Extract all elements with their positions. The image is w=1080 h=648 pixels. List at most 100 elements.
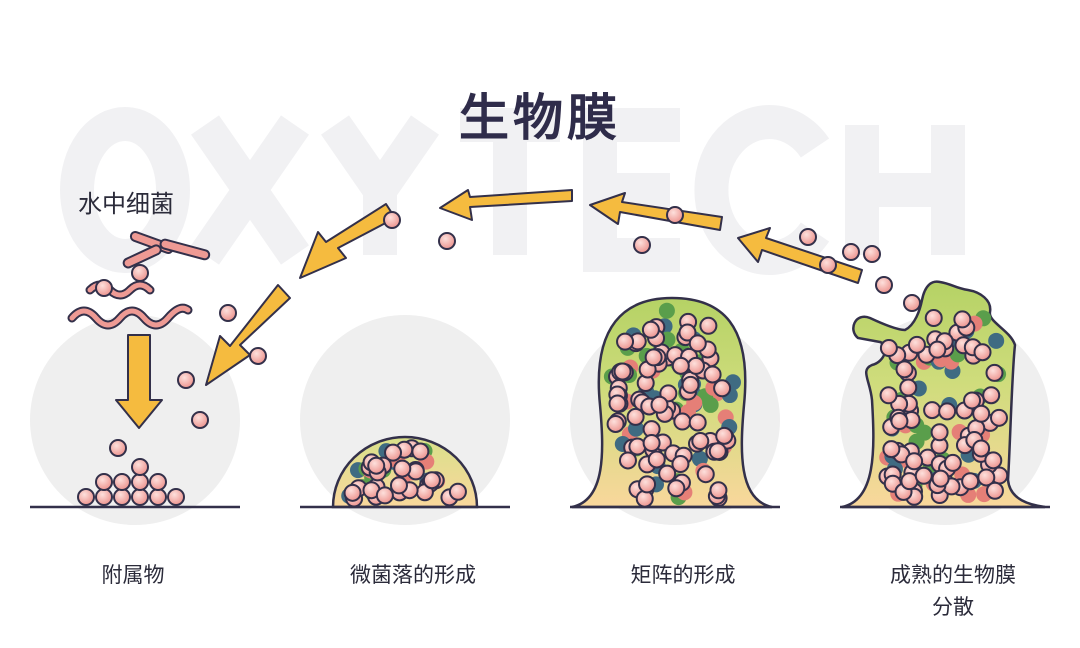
arrow-3: [439, 189, 573, 221]
bacterium: [131, 488, 149, 506]
bacterium: [938, 402, 957, 421]
bacterium: [422, 471, 441, 490]
bacterium: [638, 475, 657, 494]
bacterium: [448, 482, 467, 501]
bacterium: [905, 452, 924, 471]
stage-label-matrix: 矩阵的形成: [630, 563, 736, 587]
arrow-1: [205, 284, 291, 386]
bacterium: [149, 488, 167, 506]
bacterium: [907, 335, 926, 354]
bacterium: [961, 472, 980, 491]
bacterium: [890, 412, 909, 431]
bacterium: [191, 411, 209, 429]
bacterium: [973, 343, 992, 362]
bacterium: [641, 320, 660, 339]
bacterium: [686, 356, 705, 375]
bacterium: [650, 395, 669, 414]
bacterium: [644, 348, 663, 367]
bacterium: [875, 276, 893, 294]
bacterium: [109, 439, 127, 457]
watermark-logo: [60, 105, 965, 275]
arrow-2: [299, 203, 396, 279]
matrix-cell: [691, 450, 708, 467]
bacterium: [113, 488, 131, 506]
bacterium: [608, 394, 627, 413]
bacterium: [606, 414, 625, 433]
down-arrow: [115, 334, 163, 429]
bacterium: [678, 323, 697, 342]
bacterium: [383, 211, 401, 229]
stage-label-mature-line1: 成熟的生物膜: [890, 563, 1016, 587]
bacterium: [703, 365, 722, 384]
bacterium: [113, 473, 131, 491]
bacterium: [642, 434, 661, 453]
bacterium: [635, 489, 654, 508]
bacterium: [982, 386, 1001, 405]
bacterium: [393, 459, 412, 478]
bacterium: [438, 232, 456, 250]
bacterium: [219, 304, 237, 322]
bacterium: [943, 453, 962, 472]
bacterium: [671, 455, 690, 474]
bacterium: [895, 360, 914, 379]
bacterium: [671, 356, 690, 375]
bacterium: [931, 469, 950, 488]
bacterium: [249, 347, 267, 365]
bacterium: [985, 363, 1004, 382]
bacterium: [708, 442, 727, 461]
bacterium: [924, 309, 943, 328]
page-title: 生物膜: [459, 89, 621, 147]
bacterium: [930, 423, 949, 442]
bacterium: [984, 451, 1003, 470]
bacterium: [842, 243, 860, 261]
bacterium: [666, 206, 684, 224]
bacterium: [389, 476, 408, 495]
bacterium: [713, 379, 732, 398]
bacterium: [616, 332, 635, 351]
bacterium: [177, 371, 195, 389]
bacterium: [715, 426, 734, 445]
matrix-cell: [658, 302, 675, 319]
bacterium: [985, 481, 1004, 500]
bacterium: [914, 466, 933, 485]
bacterium: [167, 488, 185, 506]
bacterium: [343, 483, 362, 502]
bacterium: [928, 340, 947, 359]
bacterium: [658, 464, 677, 483]
stage-label-attachment: 附属物: [101, 563, 165, 587]
bacteria-cells: [77, 206, 1009, 508]
bacterium: [633, 236, 651, 254]
bacterium: [95, 473, 113, 491]
bacterium: [688, 413, 707, 432]
bacterium: [879, 386, 898, 405]
bacterium: [709, 481, 728, 500]
bacterium: [989, 408, 1008, 427]
bacterium: [131, 264, 149, 282]
bacterium: [699, 316, 718, 335]
bacterium: [972, 404, 991, 423]
stage-label-mature-line2: 分散: [932, 595, 974, 619]
bacterium: [367, 456, 386, 475]
bacterium: [681, 375, 700, 394]
bacterium: [696, 465, 715, 484]
matrix-cell: [988, 332, 1005, 349]
arrow-4: [589, 192, 723, 231]
bacterium: [972, 439, 991, 458]
bacterium: [963, 391, 982, 410]
bacterium: [673, 412, 692, 431]
bacterium: [863, 245, 881, 263]
bacterium: [626, 407, 645, 426]
bacterium: [618, 451, 637, 470]
bacterium: [691, 432, 710, 451]
bacterium: [667, 479, 686, 498]
bacterium: [149, 473, 167, 491]
bacterium: [688, 334, 707, 353]
bacterium: [899, 378, 918, 397]
bacterium: [384, 443, 403, 462]
bacterium: [95, 488, 113, 506]
water-bacteria-label: 水中细菌: [78, 190, 174, 218]
bacterium: [131, 458, 149, 476]
bacterium: [131, 473, 149, 491]
bacterium: [799, 228, 817, 246]
